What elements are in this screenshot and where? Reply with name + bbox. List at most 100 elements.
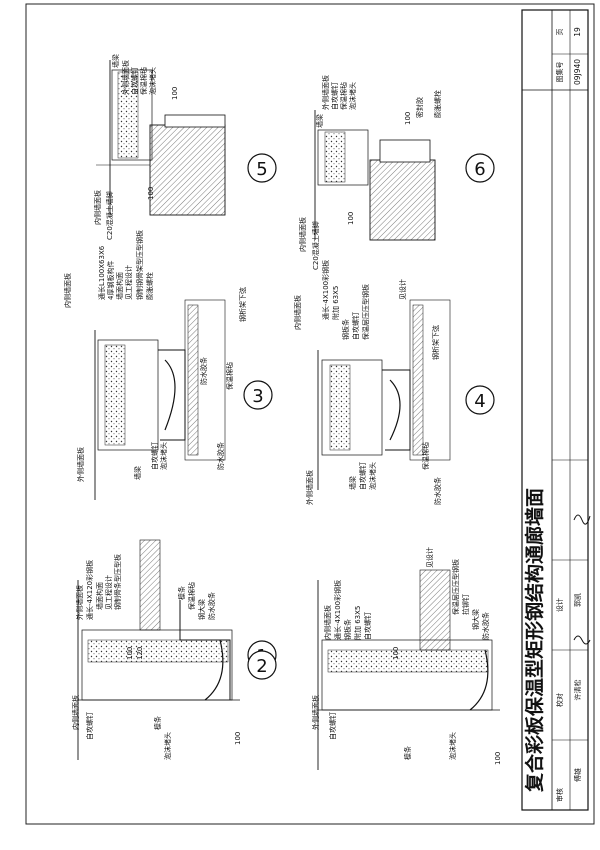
detail-3-marker [243,380,273,410]
detail-3-label: 内侧墙面板 [63,273,72,308]
detail-4-label: 保温棉毡 [421,442,430,470]
detail-2-label: 拉铆钉 [461,594,470,615]
detail-1-label: 檩条 [153,716,162,730]
detail-3-label: 防水胶条 [216,442,225,470]
detail-5-label: 自攻螺钉 [130,67,139,95]
detail-4-label: 钢析架下弦 [431,325,440,360]
detail-4-label: 泡沫堵头 [368,462,377,490]
detail-4-label: 内侧墙面板 [293,295,302,330]
detail-1-label: 通长-4X120彩钢板 [85,560,94,620]
detail-4-label: 墙梁 [348,476,357,490]
detail-5-label: 泡沫堵头 [148,67,157,95]
detail-6-label: 保温棉毡 [339,82,348,110]
signature-mark [573,635,591,645]
detail-3-label: 外侧墙面板 [76,447,85,482]
detail-2-label: 附加 63X5 [353,606,362,640]
detail-2-label: 泡沫堵头 [448,732,457,760]
detail-5-number: 5 [256,159,267,180]
detail-3-label: 4厚钢板构件 [106,261,115,300]
atlas-label: 图集号 [555,62,564,83]
detail-2-dim: 100 [392,647,400,660]
detail-3-label: 泡沫堵头 [159,442,168,470]
detail-4-label: 通长-4X100彩钢板 [321,260,330,320]
detail-5-label: 内侧墙面板 [93,190,102,225]
detail-2-label: 钢大梁 [471,609,480,630]
detail-6-label: 墙梁 [315,114,324,128]
detail-3: 3 通长L100X63X6 4厚钢板构件 墙面构面 见工程设计 钢制钢骨架型压型… [63,230,273,500]
detail-3-label: 墙梁 [133,466,142,480]
detail-6-label: 泡沫堵头 [348,82,357,110]
detail-2: 2 内侧墙面板 通长-4X100彩钢板 钢板条 附加 63X5 自攻螺钉 保温层… [247,547,502,770]
detail-3-label: 墙面构面 [115,272,124,300]
detail-3-label: 见工程设计 [124,265,133,300]
detail-3-label: 钢析架下弦 [238,287,247,322]
detail-2-label: 见设计 [425,547,434,568]
detail-1-dim: 100 [126,647,134,660]
detail-3-label: 自攻螺钉 [150,442,159,470]
detail-4-label: 附加 63X5 [331,286,340,320]
detail-4-label: 保温层压压型钢板 [361,284,370,340]
detail-6-label: 内侧墙面板 [298,217,307,252]
detail-4: 4 通长-4X100彩钢板 附加 63X5 钢板条 自攻螺钉 保温层压压型钢板 … [293,260,495,505]
detail-5-dim: 100 [171,87,179,100]
detail-1-label: 檩条 [177,586,186,600]
detail-4-label: 外侧墙面板 [305,470,314,505]
drawing-title: 复合彩板保温型矩形钢结构通廊墙面 [523,488,546,793]
detail-6-label: 自攻螺钉 [330,82,339,110]
detail-6-label: C20混凝土墙脚 [311,221,320,270]
detail-4-marker [465,385,495,415]
detail-2-label: 通长-4X100彩钢板 [333,580,342,640]
detail-1-label: 见工程设计 [104,575,113,610]
detail-6-number: 6 [474,159,485,180]
detail-6: 6 外侧墙面板 自攻螺钉 保温棉毡 泡沫堵头 墙梁 密封胶 膨胀螺栓 内侧墙面板… [298,75,495,270]
detail-3-label: 膨胀螺栓 [145,272,154,300]
detail-4-label: 防水胶条 [433,477,442,505]
signature-mark [573,514,591,525]
detail-5-marker [247,153,277,183]
detail-5: 5 外侧墙面板 自攻螺钉 保温棉毡 泡沫堵头 墙梁 内侧墙面板 C20混凝土墙脚… [93,54,277,240]
detail-3-label: 钢制钢骨架型压型钢板 [135,230,144,300]
detail-1-label: 自攻螺钉 [85,712,94,740]
detail-1-label: 内侧墙面板 [71,695,80,730]
title-block: 复合彩板保温型矩形钢结构通廊墙面 图集号 09J940 页 19 审核 傅雄 校… [521,9,591,811]
detail-4-dim: 见设计 [398,279,407,300]
detail-3-label: 防水胶条 [199,357,208,385]
detail-5-label: 外侧墙面板 [121,60,130,95]
page-label: 页 [556,29,564,36]
detail-1-label: 保温棉毡 [187,582,196,610]
role-label-design: 设计 [555,598,564,612]
role-name-design: 郭凯 [573,593,582,607]
detail-1-dim: 120 [136,647,144,660]
atlas-number: 09J940 [573,59,582,85]
detail-3-number: 3 [252,386,263,407]
page-number: 19 [573,27,582,37]
detail-2-label: 自攻螺钉 [363,612,372,640]
role-label-review: 审核 [555,788,564,802]
detail-2-label: 檩条 [403,746,412,760]
detail-6-dim: 100 [404,112,412,125]
detail-1-label: 外侧墙面板 [75,585,84,620]
detail-2-label: 外侧墙面板 [311,695,320,730]
detail-4-number: 4 [474,391,485,412]
detail-1-label: 钢大梁 [197,599,206,620]
detail-2-number: 2 [256,656,267,677]
detail-1-label: 防水胶条 [207,592,216,620]
detail-6-dim: 100 [347,212,355,225]
detail-4-label: 钢板条 [341,319,350,340]
sheet-frame [25,3,595,825]
role-name-check: 许清松 [573,680,582,701]
detail-5-label: 保温棉毡 [139,67,148,95]
detail-2-label: 自攻螺钉 [328,712,337,740]
detail-2-label: 保温层压压型钢板 [451,559,460,615]
role-name-review: 傅雄 [573,768,582,782]
detail-6-label: 膨胀螺栓 [433,90,442,118]
detail-1-label: 泡沫堵头 [163,732,172,760]
detail-1-label: 墙面构面 [95,582,104,610]
detail-5-label: C20混凝土墙脚 [105,191,114,240]
detail-1-label: 钢制骨条型压型板 [113,554,122,610]
detail-4-label: 自攻螺钉 [351,312,360,340]
detail-2-dim: 100 [494,752,502,765]
detail-2-label: 内侧墙面板 [323,605,332,640]
role-label-check: 校对 [555,693,564,707]
